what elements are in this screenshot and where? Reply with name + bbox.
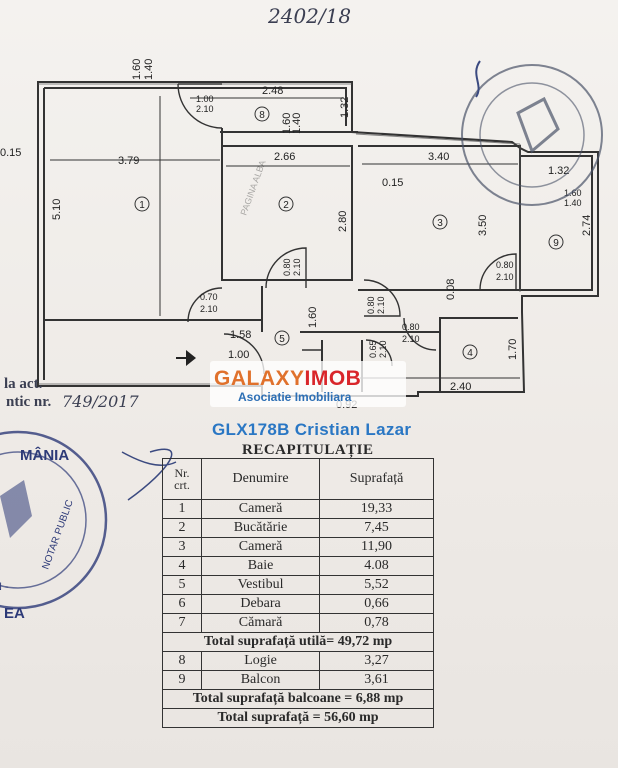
door-label: 0.80	[282, 258, 292, 276]
stamp-text-side: NOTAR PUBLIC	[40, 499, 75, 572]
room-number: 5	[279, 334, 285, 345]
door-label: 0.80	[496, 260, 514, 270]
notary-stamp-right	[461, 60, 603, 206]
total-util-row: Total suprafață utilă= 49,72 mp	[162, 632, 434, 652]
stamp-text-prefix: N -	[0, 581, 9, 593]
faint-stamp-text: PAGINA ALBA	[238, 159, 267, 217]
door-label: 2.10	[402, 334, 420, 344]
dimension-label: 1.32	[548, 165, 569, 177]
door-label: 2.10	[378, 340, 388, 358]
room-number: 3	[437, 218, 443, 229]
left-note-value: 749/2017	[62, 392, 139, 411]
watermark-subtitle: Asociatie Imobiliara	[238, 390, 352, 404]
watermark-box	[210, 361, 406, 407]
notary-stamp-left: MÂNIA NOTAR PUBLIC N - EA	[0, 430, 108, 622]
stamp-text-bottom: EA	[4, 605, 25, 622]
dimension-label: 1.58	[230, 329, 251, 341]
left-note-line2: ntic nr.	[6, 394, 52, 410]
dimension-label: 1.40	[143, 59, 155, 80]
total-balcoane-row: Total suprafață balcoane = 6,88 mp	[162, 689, 434, 709]
dimension-label: 1.60	[131, 59, 143, 80]
dimension-label: 0.15	[382, 177, 403, 189]
dimension-label: 0.08	[445, 279, 457, 300]
dimension-label: 3.50	[477, 215, 489, 236]
door-label: 2.10	[196, 104, 214, 114]
dimension-label: 2.74	[581, 215, 593, 236]
dimension-label: 2.80	[337, 211, 349, 232]
door-label: 0.80	[366, 296, 376, 314]
door-label: 2.10	[292, 258, 302, 276]
door-label: 2.10	[496, 272, 514, 282]
header-nr: Nr. crt.	[162, 458, 202, 500]
door-label: 1.00	[228, 349, 249, 361]
dimension-label: 1.60	[307, 307, 319, 328]
dimension-label: 2.40	[450, 381, 471, 393]
door-label: 2.10	[376, 296, 386, 314]
dimension-label: 3.79	[118, 155, 139, 167]
door-label: 0.80	[402, 322, 420, 332]
watermark-logo: GALAXYIMOB	[214, 367, 362, 390]
door-label: 0.65	[368, 340, 378, 358]
dimension-label: 1.60	[281, 113, 293, 134]
dimension-label: 1.70	[507, 339, 519, 360]
dimension-label: 1.32	[339, 97, 351, 118]
dimension-label: 2.48	[262, 85, 283, 97]
door-label: 1.00	[196, 94, 214, 104]
room-number: 4	[467, 348, 473, 359]
dimension-label: 3.40	[428, 151, 449, 163]
dimension-label: 5.10	[51, 199, 63, 220]
left-note-line1: la act.	[4, 376, 43, 392]
room-number: 9	[553, 238, 559, 249]
dimension-label: 2.66	[274, 151, 295, 163]
door-label: 2.10	[200, 304, 218, 314]
total-row: Total suprafață = 56,60 mp	[162, 708, 434, 728]
agent-label: GLX178B Cristian Lazar	[212, 420, 412, 439]
room-number: 8	[259, 110, 265, 121]
door-label: 1.40	[564, 198, 582, 208]
dimension-label: 0.15	[0, 147, 21, 159]
room-number: 2	[283, 200, 289, 211]
door-label: 0.70	[200, 292, 218, 302]
room-number: 1	[139, 200, 145, 211]
recap-title: RECAPITULAȚIE	[242, 442, 374, 458]
dimension-label: 1.40	[291, 113, 303, 134]
entry-arrow-icon	[186, 350, 196, 366]
stamp-text-top: MÂNIA	[20, 446, 69, 464]
header-area: Suprafață	[319, 458, 434, 500]
header-name: Denumire	[200, 458, 321, 500]
handwritten-number: 2402/18	[268, 4, 352, 28]
